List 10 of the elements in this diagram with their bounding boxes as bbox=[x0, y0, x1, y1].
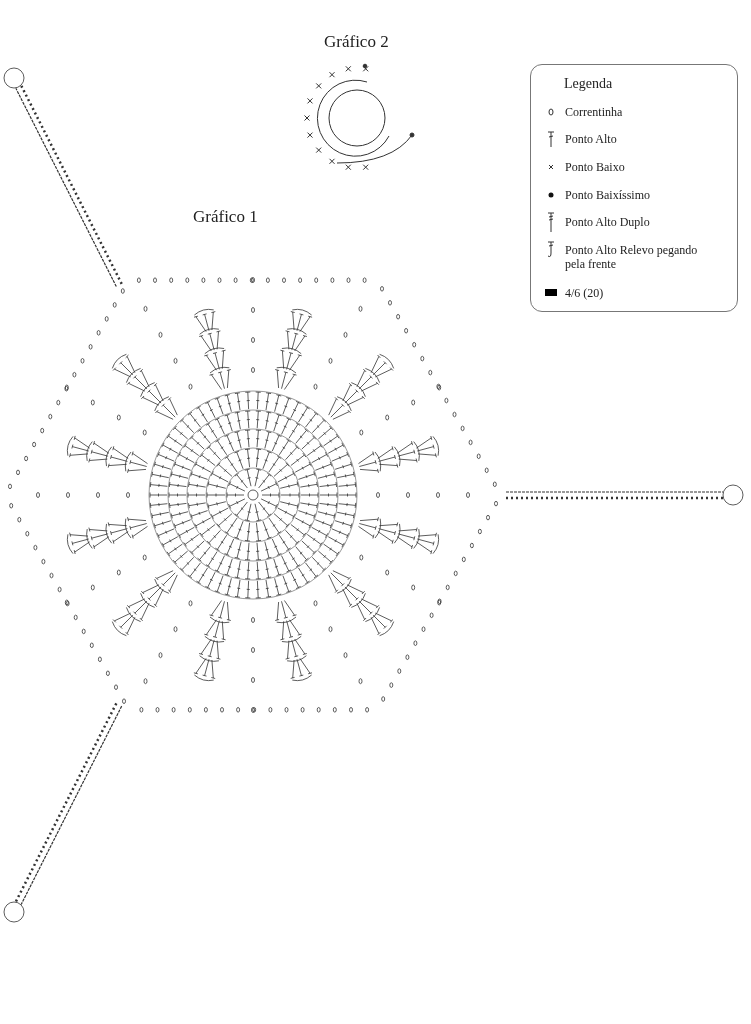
legend-text: Ponto Baixíssimo bbox=[565, 188, 650, 202]
legend-text: Ponto Alto Relevo pegando pela frente bbox=[565, 243, 699, 271]
legend-text: Correntinha bbox=[565, 105, 623, 119]
chart-title: Gráfico 1 bbox=[193, 207, 258, 227]
legend-text: 4/6 (20) bbox=[565, 286, 604, 300]
chart-title: Gráfico 2 bbox=[324, 32, 389, 52]
legend-text: Ponto Alto Duplo bbox=[565, 215, 650, 229]
legend-heading: Legenda bbox=[564, 76, 613, 92]
legend-text: Ponto Baixo bbox=[565, 160, 625, 174]
legend-text: Ponto Alto bbox=[565, 132, 617, 146]
